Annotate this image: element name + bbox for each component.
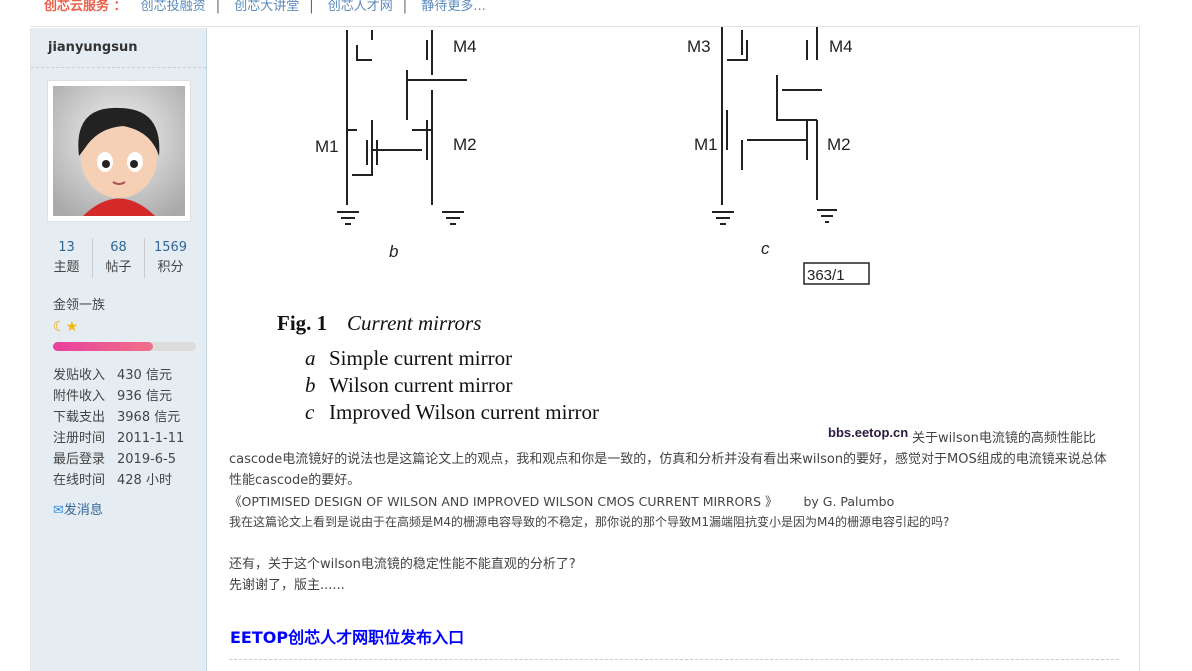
- user-group[interactable]: 金领一族: [53, 298, 106, 313]
- figure-item: Improved Wilson current mirror: [329, 400, 599, 424]
- link-investment[interactable]: 创芯投融资: [140, 0, 206, 14]
- figure-item-key: c: [305, 400, 315, 424]
- paper-title: 《OPTIMISED DESIGN OF WILSON AND IMPROVED…: [229, 494, 778, 509]
- post-text: 我在这篇论文上看到是说由于在高频是M4的栅源电容导致的不稳定，那你说的那个导致M…: [229, 515, 950, 529]
- figure-item: Wilson current mirror: [329, 373, 512, 397]
- label-m2: M2: [453, 135, 477, 154]
- post-text: cascode电流镜好的说法也是这篇论文上的观点，我和观点和你是一致的，仿真和分…: [229, 452, 1107, 488]
- star-icon: ★: [65, 319, 79, 335]
- label-m1: M1: [694, 135, 718, 154]
- figure-item-key: a: [305, 346, 316, 370]
- level-progress-fill: [53, 342, 154, 351]
- link-more[interactable]: 静待更多...: [421, 0, 486, 14]
- paper-author: by G. Palumbo: [803, 494, 895, 509]
- service-bar: 创芯云服务 ： 创芯投融资| 创芯大讲堂| 创芯人才网| 静待更多...: [30, 0, 1140, 27]
- figure-caption-title: Current mirrors: [347, 311, 481, 335]
- label-m2: M2: [827, 135, 851, 154]
- send-message-link[interactable]: ✉发消息: [53, 503, 103, 518]
- label-m1: M1: [315, 137, 339, 156]
- post-content: M1 M2 M4 M1 M2 M3 M4 b c 363/1 Fig. 1 Cu…: [207, 20, 1140, 671]
- rank-icons: ☾★: [53, 319, 78, 335]
- label-c: c: [761, 239, 770, 258]
- job-post-link[interactable]: EETOP创芯人才网职位发布入口: [230, 628, 465, 647]
- post-text: 关于wilson电流镜的高频性能比: [912, 431, 1096, 446]
- post-text: 先谢谢了，版主......: [229, 578, 345, 593]
- circuit-figure: M1 M2 M4 M1 M2 M3 M4 b c 363/1 Fig. 1 Cu…: [277, 20, 908, 440]
- link-talent[interactable]: 创芯人才网: [327, 0, 393, 14]
- label-m4: M4: [829, 37, 853, 56]
- figure-code: 363/1: [807, 267, 845, 284]
- figure-caption-number: Fig. 1: [277, 311, 327, 335]
- label-b: b: [389, 242, 398, 261]
- post-text: 还有，关于这个wilson电流镜的稳定性能不能直观的分析了?: [229, 557, 576, 572]
- figure-item-key: b: [305, 373, 316, 397]
- figure-item: Simple current mirror: [329, 346, 512, 370]
- divider: [229, 659, 1119, 660]
- username[interactable]: jianyungsun: [31, 28, 206, 68]
- label-m4: M4: [453, 37, 477, 56]
- envelope-icon: ✉: [53, 503, 64, 518]
- link-lecture[interactable]: 创芯大讲堂: [234, 0, 300, 14]
- level-progress-bar: [53, 342, 196, 351]
- moon-icon: ☾: [53, 319, 66, 335]
- label-m3: M3: [687, 37, 711, 56]
- service-label: 创芯云服务 ：: [44, 0, 127, 14]
- watermark: bbs.eetop.cn: [828, 425, 908, 440]
- avatar-image: [53, 86, 185, 216]
- avatar[interactable]: [47, 80, 191, 222]
